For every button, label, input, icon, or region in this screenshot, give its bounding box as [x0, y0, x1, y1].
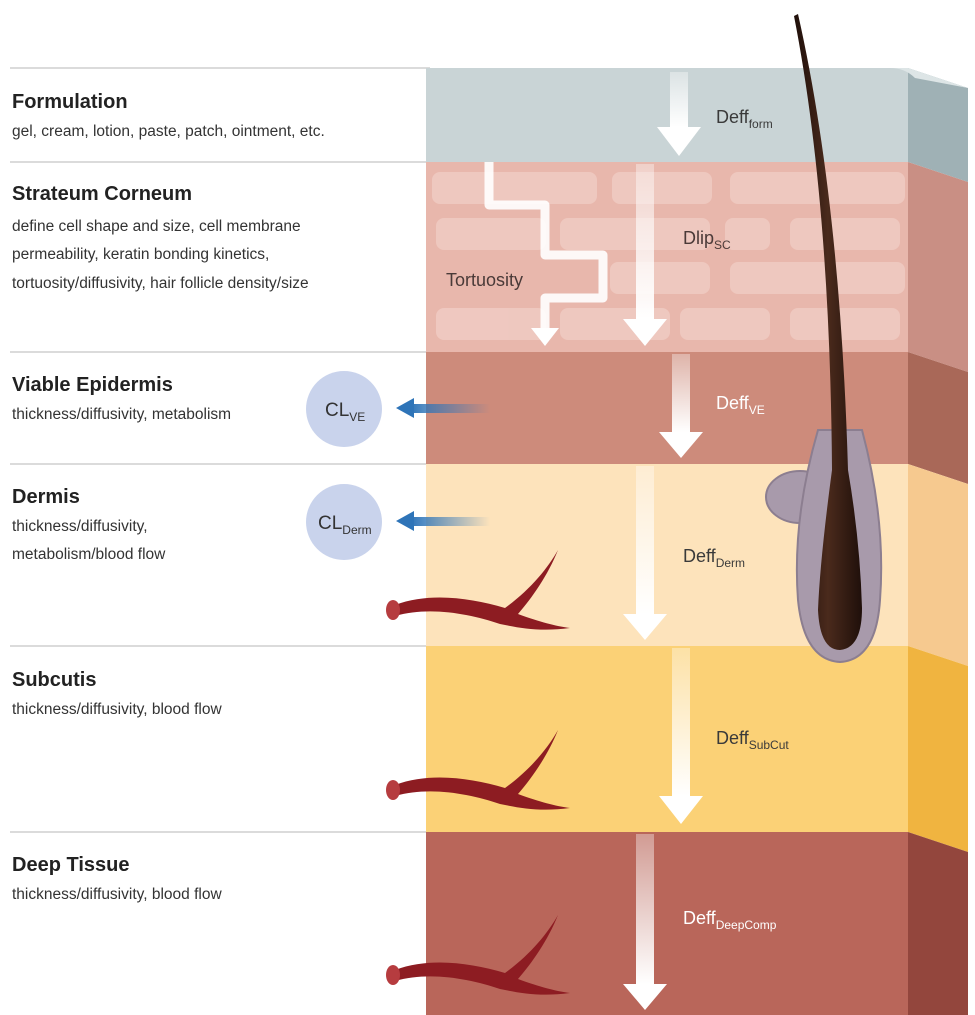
layer-desc-stratum-corneum: tortuosity/diffusivity, hair follicle de…	[12, 275, 309, 292]
layer-desc-subcutis: thickness/diffusivity, blood flow	[12, 701, 222, 718]
diffusion-arrow-subcutis	[672, 648, 690, 796]
clearance-arrow	[410, 517, 490, 526]
layer-desc-stratum-corneum: define cell shape and size, cell membran…	[12, 218, 301, 235]
clearance-arrowhead	[396, 511, 414, 531]
side-face-deep-tissue	[908, 832, 968, 1015]
layer-desc-stratum-corneum: permeability, keratin bonding kinetics,	[12, 246, 269, 263]
layer-title-deep-tissue: Deep Tissue	[12, 854, 129, 876]
side-face-stratum-corneum	[908, 162, 968, 372]
layer-desc-dermis: metabolism/blood flow	[12, 546, 166, 563]
diffusion-arrow-stratum-corneum	[636, 164, 654, 319]
layer-desc-formulation: gel, cream, lotion, paste, patch, ointme…	[12, 123, 325, 140]
layer-title-viable-epidermis: Viable Epidermis	[12, 374, 173, 396]
side-face-viable-epidermis	[908, 352, 968, 484]
layer-title-dermis: Dermis	[12, 486, 80, 508]
layer-formulation	[426, 68, 908, 162]
layer-desc-dermis: thickness/diffusivity,	[12, 518, 148, 535]
diffusion-arrow-dermis	[636, 466, 654, 614]
diffusion-arrow-deep-tissue	[636, 834, 654, 984]
layer-desc-viable-epidermis: thickness/diffusivity, metabolism	[12, 406, 231, 423]
tortuosity-label: Tortuosity	[446, 270, 523, 290]
side-face-subcutis	[908, 646, 968, 852]
layer-title-subcutis: Subcutis	[12, 669, 96, 691]
clearance-arrowhead	[396, 398, 414, 418]
diffusion-arrow-formulation	[670, 72, 688, 127]
layer-title-formulation: Formulation	[12, 91, 128, 113]
layer-desc-deep-tissue: thickness/diffusivity, blood flow	[12, 886, 222, 903]
clearance-arrow	[410, 404, 490, 413]
diffusion-arrow-viable-epidermis	[672, 354, 690, 432]
layer-title-stratum-corneum: Strateum Corneum	[12, 183, 192, 205]
side-face-dermis	[908, 464, 968, 666]
tissue-block: Tortuosity	[386, 14, 968, 1015]
layer-descriptions: Formulation gel, cream, lotion, paste, p…	[10, 68, 430, 903]
